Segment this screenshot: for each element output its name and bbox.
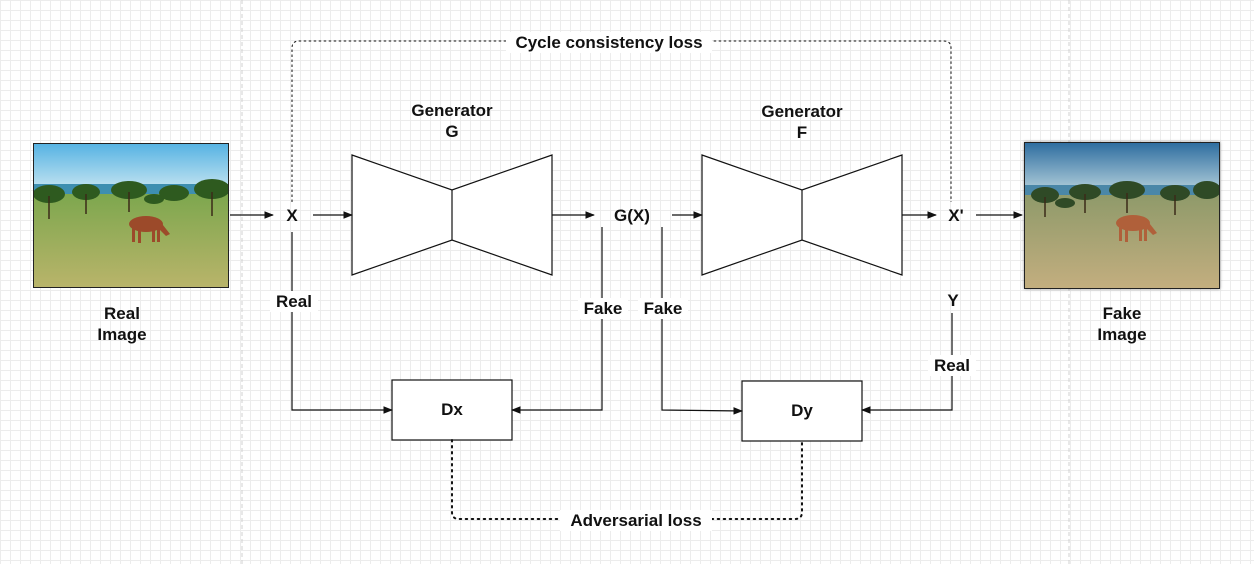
discriminator-dy-box[interactable] (741, 380, 863, 442)
discriminator-dy-label: Dy (791, 401, 813, 420)
real-image-landscape (34, 144, 228, 287)
real-image (33, 143, 229, 288)
edge-label-real-x: Real (270, 291, 318, 312)
cycle-consistency-loss-label: Cycle consistency loss (506, 32, 712, 53)
edge-label-fake-dx: Fake (578, 298, 628, 319)
cycle-consistency-loss-path (291, 40, 952, 202)
node-y-label[interactable]: Y (947, 291, 959, 310)
edge-label-fake-dy: Fake (638, 298, 688, 319)
generator-g-title: Generator (411, 101, 493, 120)
edge-y-real-to-dy (861, 313, 953, 414)
generator-f-title: Generator (761, 102, 843, 121)
fake-image-landscape (1025, 143, 1219, 288)
horse-figure (129, 216, 170, 243)
adversarial-loss-path (451, 439, 803, 520)
fake-image-label: Fake Image (1097, 304, 1147, 344)
node-xprime-label[interactable]: X' (948, 206, 964, 225)
edge-gx-fake-to-dx (511, 227, 603, 414)
real-image-label: Real Image (97, 304, 147, 344)
edge-label-real-y: Real (928, 355, 976, 376)
generator-f-name: F (796, 123, 808, 142)
edge-gx-fake-to-dy (661, 227, 743, 415)
horse-figure-fake (1116, 215, 1157, 242)
generator-g-name: G (445, 122, 459, 141)
node-x-label[interactable]: X (286, 206, 298, 225)
discriminator-dx-label: Dx (441, 400, 463, 419)
adversarial-loss-label: Adversarial loss (560, 510, 712, 531)
fake-image (1024, 142, 1220, 289)
node-gx-label[interactable]: G(X) (614, 206, 650, 225)
